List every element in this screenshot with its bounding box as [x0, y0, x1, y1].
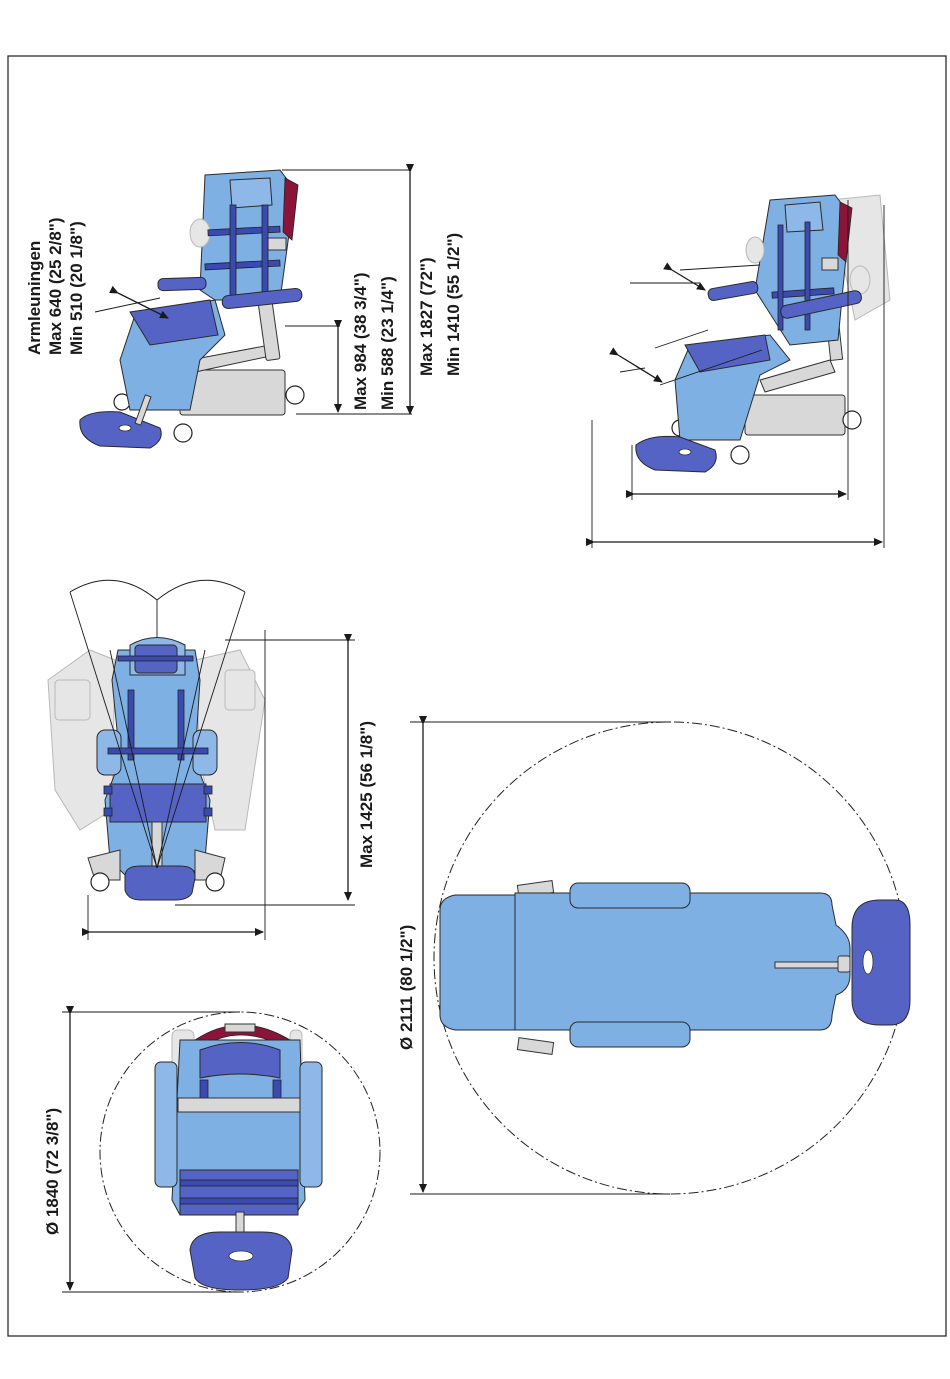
chair-top-view-small — [100, 1012, 380, 1292]
armrest-max: Max 640 (25 2/8") — [46, 217, 65, 355]
armrest-min: Min 510 (20 1/8") — [67, 221, 86, 355]
chair-front-view — [48, 580, 265, 900]
chair-side-reclined — [636, 195, 890, 472]
armrest-title: Armleuningen — [25, 241, 44, 355]
seat-height-min: Min 588 (23 1/4") — [378, 276, 397, 410]
total-height-min: Min 1410 (55 1/2") — [444, 233, 463, 376]
width-max: Max 1425 (56 1/8") — [357, 721, 376, 868]
chair-top-view-large — [434, 722, 910, 1194]
seat-height-max: Max 984 (38 3/4") — [351, 272, 370, 410]
turning-diameter-large: Ø 2111 (80 1/2") — [397, 925, 416, 1050]
chair-side-upright — [80, 170, 304, 448]
total-height-max: Max 1827 (72") — [417, 257, 436, 376]
turning-diameter-small: Ø 1840 (72 3/8") — [43, 1108, 62, 1235]
